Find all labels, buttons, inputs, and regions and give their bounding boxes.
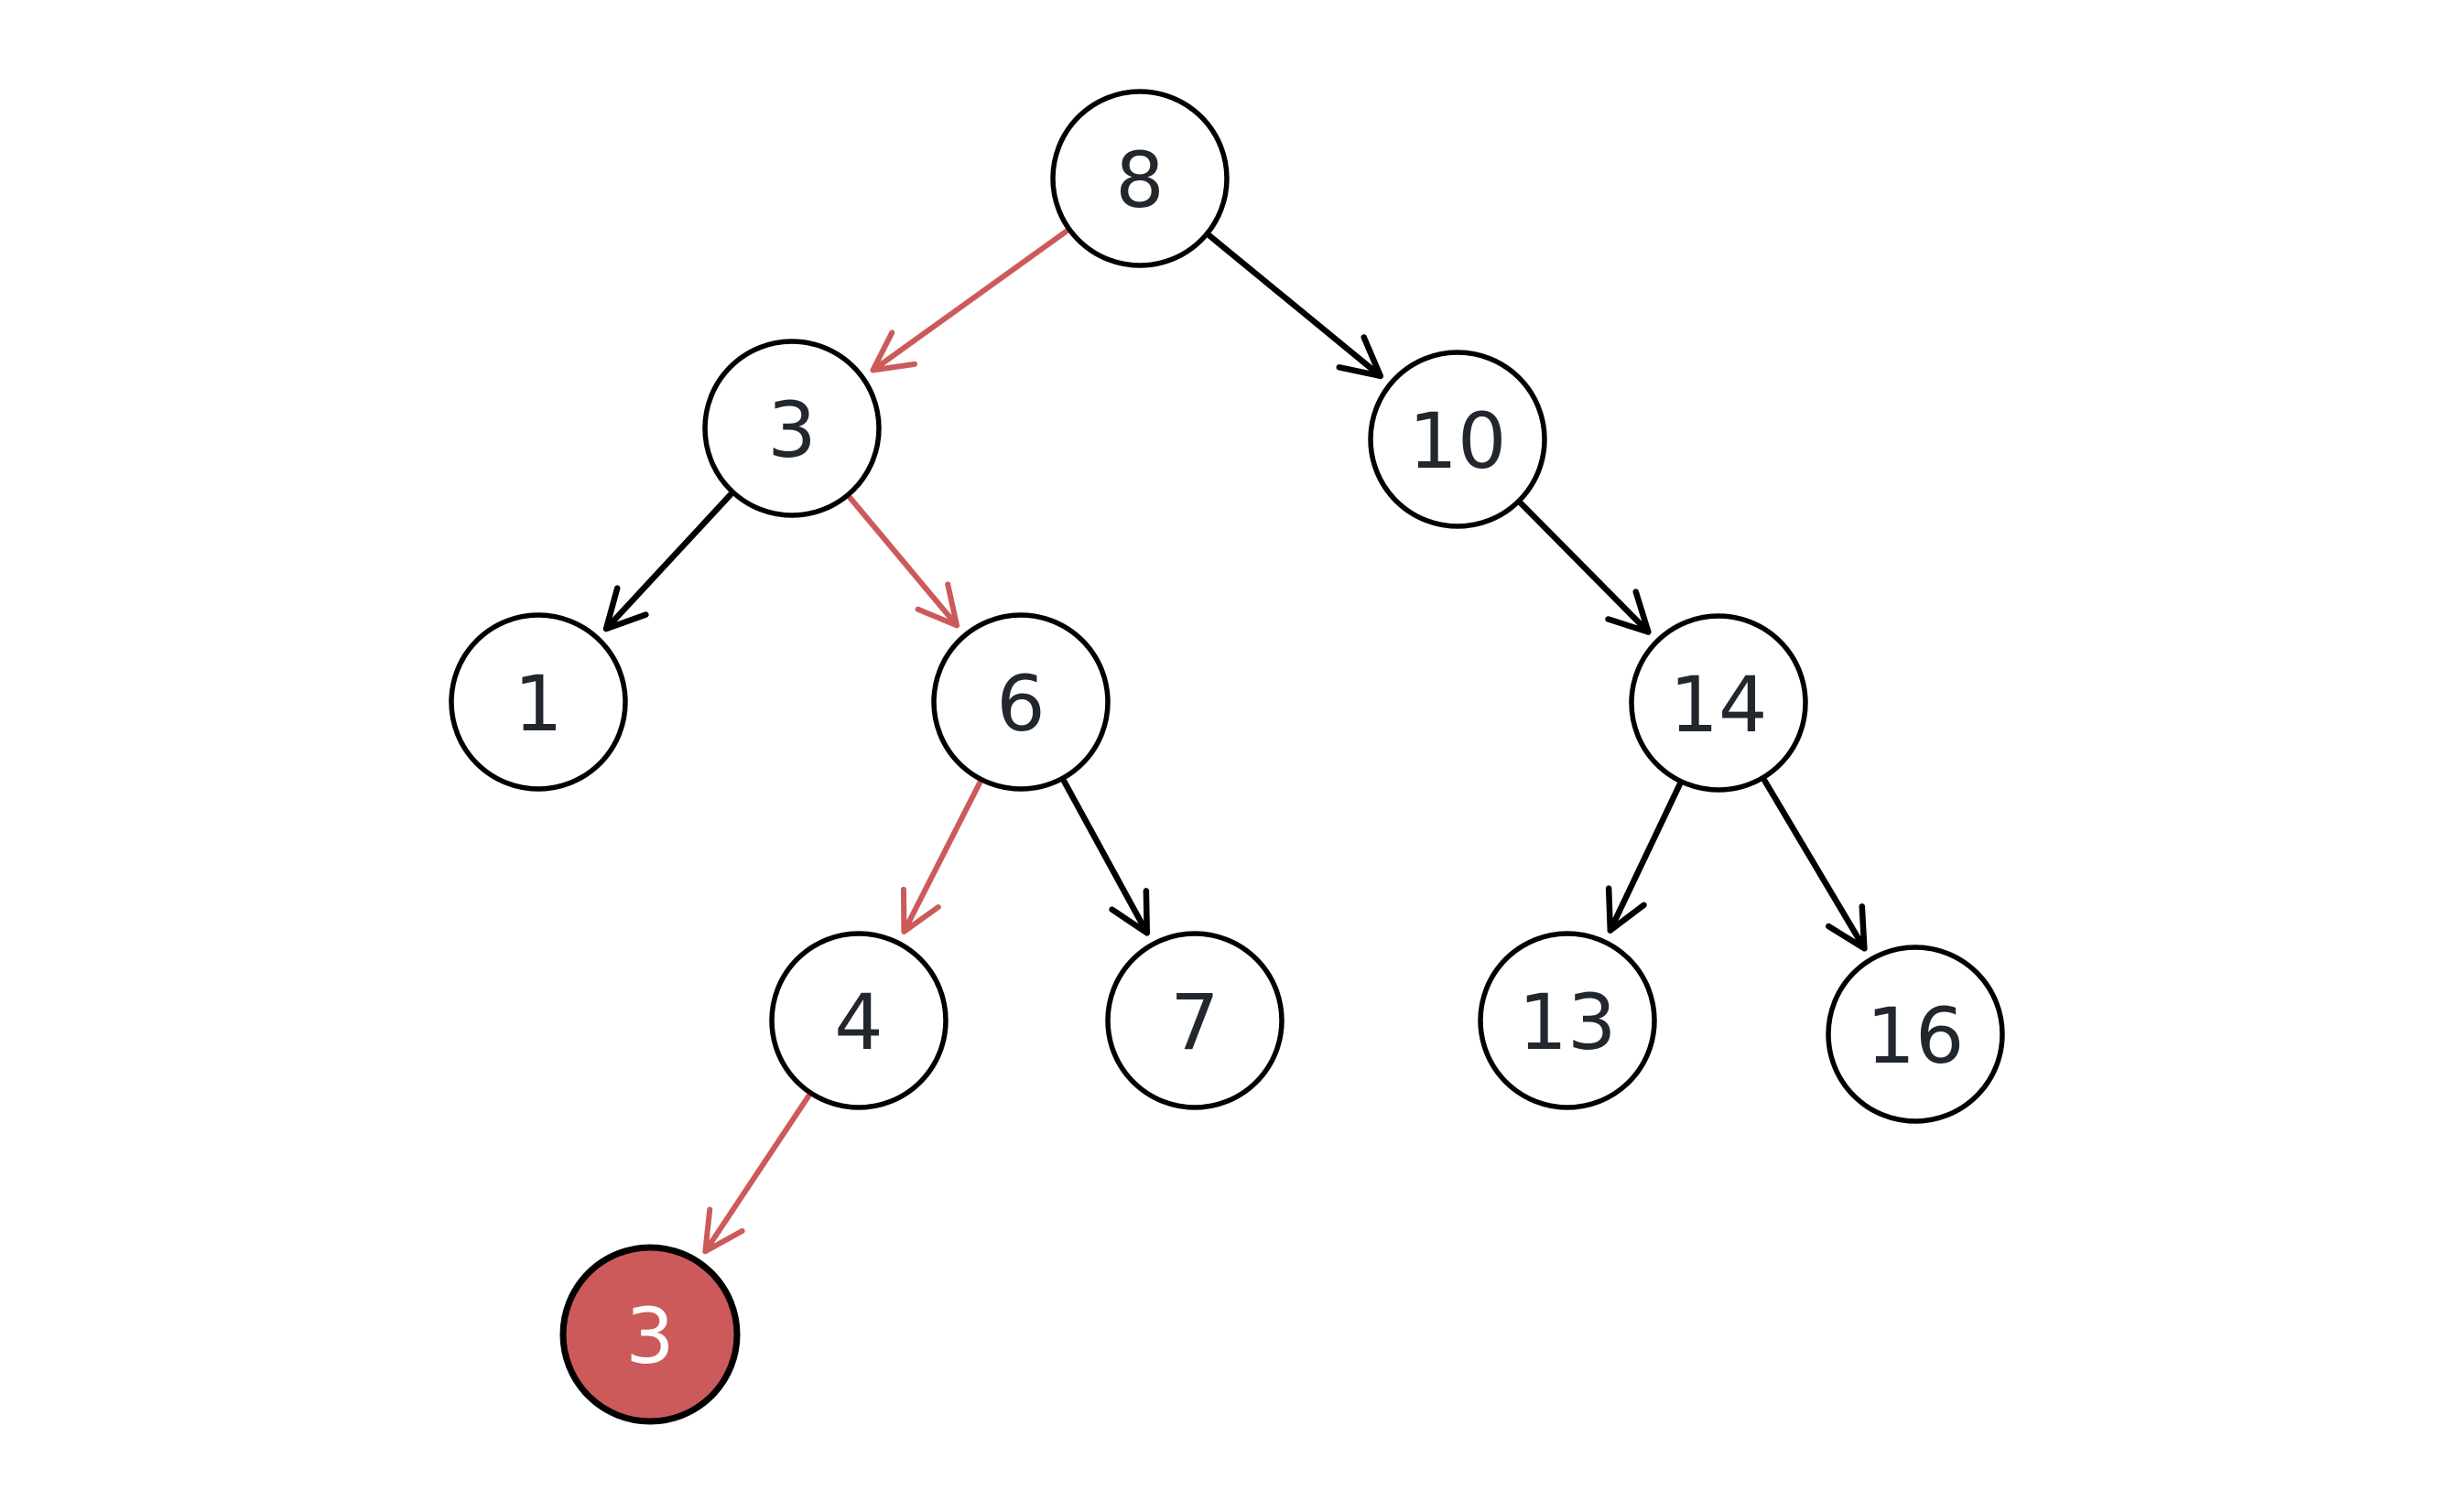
node-circle-highlighted[interactable] xyxy=(559,1244,741,1425)
tree-node[interactable]: 10 xyxy=(1368,350,1547,529)
edge-shaft xyxy=(1518,501,1652,635)
edge-shaft xyxy=(870,228,1069,373)
tree-edge xyxy=(1207,232,1384,380)
tree-node[interactable]: 3 xyxy=(702,339,882,518)
node-circle[interactable] xyxy=(702,339,882,518)
edges-layer xyxy=(602,228,1868,1255)
edge-shaft xyxy=(1762,777,1868,952)
arrowhead-icon xyxy=(1605,885,1647,934)
tree-node[interactable]: 4 xyxy=(769,931,949,1110)
tree-node[interactable]: 8 xyxy=(1050,89,1230,268)
tree-edge xyxy=(870,228,1069,373)
node-circle[interactable] xyxy=(1105,931,1285,1110)
arrowhead-icon xyxy=(915,581,960,629)
edge-shaft xyxy=(1207,232,1384,380)
arrowhead-icon xyxy=(900,886,941,934)
edge-shaft xyxy=(602,491,733,632)
edge-shaft xyxy=(847,494,960,629)
arrowhead-icon xyxy=(702,1206,745,1255)
tree-edge xyxy=(702,1093,812,1255)
tree-edge xyxy=(1518,501,1652,635)
arrowhead-icon xyxy=(1336,334,1384,380)
tree-edge xyxy=(1605,782,1683,934)
edge-shaft xyxy=(901,780,983,934)
edge-shaft xyxy=(702,1093,812,1255)
arrowhead-icon xyxy=(1605,589,1652,635)
arrowhead-icon xyxy=(602,585,649,632)
node-circle[interactable] xyxy=(1826,945,2005,1124)
tree-edge xyxy=(900,780,983,934)
arrowhead-icon xyxy=(1109,888,1151,936)
node-circle[interactable] xyxy=(1050,89,1230,268)
tree-node[interactable]: 14 xyxy=(1629,613,1808,793)
tree-node[interactable]: 16 xyxy=(1826,945,2005,1124)
edge-shaft xyxy=(1607,782,1683,934)
node-circle[interactable] xyxy=(1478,931,1657,1110)
tree-node[interactable]: 3 xyxy=(559,1244,741,1425)
node-circle[interactable] xyxy=(769,931,949,1110)
arrowhead-icon xyxy=(1825,903,1868,952)
tree-edge xyxy=(847,494,960,629)
node-circle[interactable] xyxy=(449,612,628,792)
edge-shaft xyxy=(1061,778,1151,936)
tree-edge xyxy=(602,491,733,632)
node-circle[interactable] xyxy=(931,612,1111,792)
tree-node[interactable]: 1 xyxy=(449,612,628,792)
tree-node[interactable]: 13 xyxy=(1478,931,1657,1110)
tree-edge xyxy=(1061,778,1151,936)
node-circle[interactable] xyxy=(1629,613,1808,793)
arrowhead-icon xyxy=(870,329,918,373)
tree-node[interactable]: 7 xyxy=(1105,931,1285,1110)
node-circle[interactable] xyxy=(1368,350,1547,529)
tree-edge xyxy=(1762,777,1868,952)
tree-node[interactable]: 6 xyxy=(931,612,1111,792)
